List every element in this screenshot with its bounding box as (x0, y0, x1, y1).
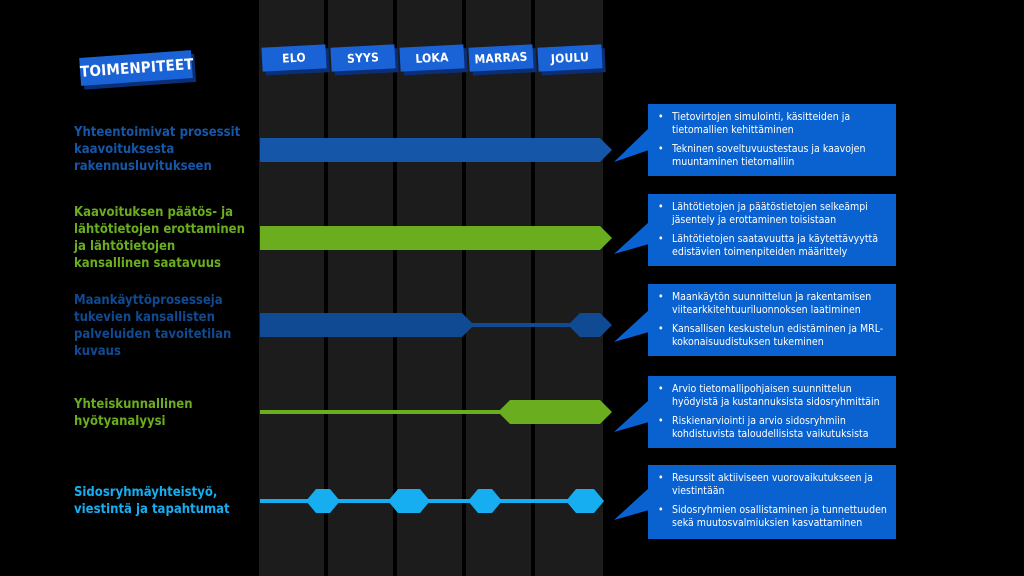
callout-item: Kansallisen keskustelun edistäminen ja M… (658, 323, 888, 349)
callout-tail (614, 128, 649, 162)
month-column (328, 0, 393, 576)
month-column (397, 0, 462, 576)
callout-box-source-data: Lähtötietojen ja päätöstietojen selkeämp… (648, 194, 896, 266)
track-bar-national-services-end (568, 313, 612, 337)
track-bar-national-services-main (260, 313, 474, 337)
month-column (259, 0, 324, 576)
track-label-processes: Yhteentoimivat prosessit kaavoituksesta … (74, 125, 241, 174)
month-column (466, 0, 531, 576)
track-label-stakeholders: Sidosryhmäyhteistyö, viestintä ja tapaht… (74, 485, 230, 517)
track-bar-benefit-analysis (498, 400, 612, 424)
track-bar-processes (260, 138, 612, 162)
callout-box-national-services: Maankäytön suunnittelun ja rakentamisen … (648, 284, 896, 356)
track-label-national-services: Maankäyttöprosesseja tukevien kansallist… (74, 293, 232, 359)
callout-item: Sidosryhmien osallistaminen ja tunnettuu… (658, 504, 888, 530)
callout-item: Arvio tietomallipohjaisen suunnittelun h… (658, 383, 888, 409)
callout-tail (614, 400, 649, 432)
callout-box-benefit-analysis: Arvio tietomallipohjaisen suunnittelun h… (648, 376, 896, 448)
track-event-stakeholders (566, 489, 604, 513)
callout-box-processes: Tietovirtojen simulointi, käsitteiden ja… (648, 104, 896, 176)
callout-item: Resurssit aktiiviseen vuorovaikutukseen … (658, 472, 888, 498)
track-line-benefit-analysis (260, 410, 510, 414)
callout-tail (614, 488, 649, 520)
callout-item: Lähtötietojen ja päätöstietojen selkeämp… (658, 201, 888, 227)
callout-item: Maankäytön suunnittelun ja rakentamisen … (658, 291, 888, 317)
callout-item: Lähtötietojen saatavuutta ja käytettävyy… (658, 233, 888, 259)
track-event-stakeholders (468, 489, 502, 513)
month-column (535, 0, 603, 576)
track-line-national-services (470, 323, 580, 327)
callout-item: Tekninen soveltuvuustestaus ja kaavojen … (658, 143, 888, 169)
callout-tail (614, 222, 649, 254)
callout-item: Tietovirtojen simulointi, käsitteiden ja… (658, 111, 888, 137)
track-event-stakeholders (388, 489, 430, 513)
track-bar-source-data (260, 226, 612, 250)
callout-tail (614, 310, 649, 342)
callout-item: Riskienarviointi ja arvio sidosryhmiin k… (658, 415, 888, 441)
track-label-benefit-analysis: Yhteiskunnallinen hyötyanalyysi (74, 397, 193, 429)
callout-box-stakeholders: Resurssit aktiiviseen vuorovaikutukseen … (648, 465, 896, 539)
track-event-stakeholders (306, 489, 340, 513)
track-label-source-data: Kaavoituksen päätös- ja lähtötietojen er… (74, 205, 245, 271)
